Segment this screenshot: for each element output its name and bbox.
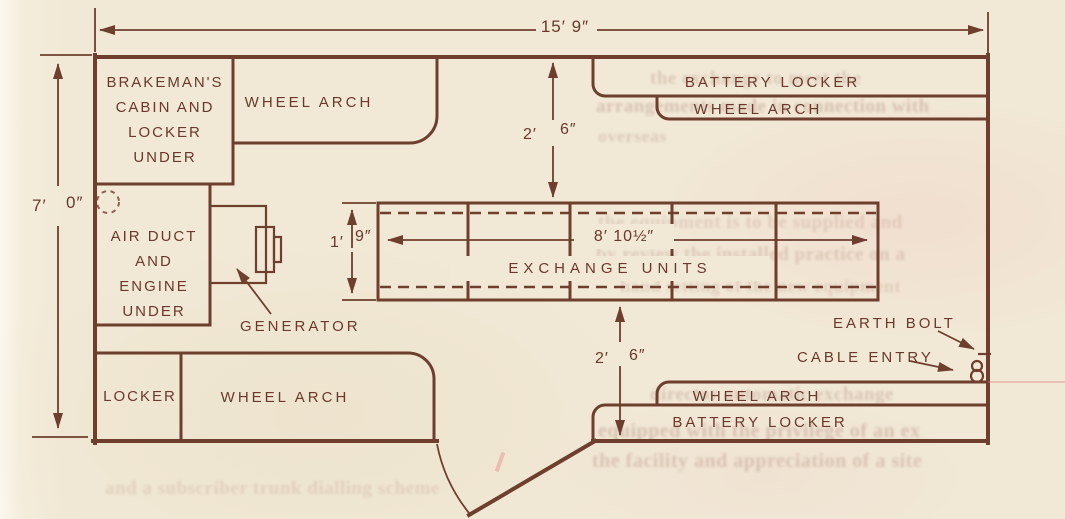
label-wheel-arch-top-left: WHEEL ARCH [244, 94, 374, 111]
dim-overall-length: 15′ 9″ [540, 17, 590, 36]
exchange-unit-dividers [466, 201, 778, 302]
label-battery-locker-top: BATTERY LOCKER [684, 74, 861, 91]
wheel-arch-top-right-outline [655, 94, 990, 121]
dim-lower-clearance-ft: 2′ [595, 350, 609, 367]
cable-entry-leader-arrow [909, 360, 954, 372]
dashed-circle-mark [96, 190, 120, 214]
dim-overall-width-in: 0″ [66, 193, 84, 212]
label-exchange-units: EXCHANGE UNITS [450, 256, 770, 281]
generator-leader-arrow [236, 268, 272, 315]
battery-locker-bottom-outline [591, 403, 990, 443]
dim-units-width-ft: 1′ [330, 234, 344, 251]
label-locker: LOCKER [103, 388, 177, 405]
label-earth-bolt: EARTH BOLT [833, 315, 956, 332]
dim-upper-clearance-in: 6″ [560, 121, 577, 138]
label-wheel-arch-bottom-left: WHEEL ARCH [220, 389, 350, 406]
dim-overall-width-ft: 7′ [32, 196, 47, 215]
wheel-arch-top-left-outline [231, 55, 439, 145]
wheel-arch-bottom-right-outline [655, 380, 990, 407]
dim-lower-clearance-in: 6″ [629, 347, 646, 364]
battery-locker-top-outline [591, 55, 990, 98]
label-brakemans-cabin: BRAKEMAN'S CABIN AND LOCKER UNDER [106, 74, 224, 166]
generator-shaft [272, 235, 283, 264]
earth-bolt-leader-arrow [937, 330, 975, 350]
dim-upper-clearance-ft: 2′ [523, 126, 537, 143]
door-leaf [466, 438, 598, 518]
label-cable-entry: CABLE ENTRY [797, 349, 934, 366]
cable-entry-symbol [969, 368, 985, 384]
label-generator: GENERATOR [240, 318, 361, 335]
label-air-duct: AIR DUCT AND ENGINE UNDER [110, 228, 198, 320]
label-wheel-arch-top-right: WHEEL ARCH [693, 101, 823, 118]
exchange-units-block [376, 201, 880, 302]
door-swing-arc [436, 443, 470, 514]
locker-wheel-arch-bottom-left-outline [93, 351, 436, 443]
dim-units-length: 8′ 10½″ [574, 224, 674, 249]
label-wheel-arch-bottom-right: WHEEL ARCH [692, 388, 822, 405]
label-battery-locker-bottom: BATTERY LOCKER [672, 414, 848, 431]
dim-units-width-in: 9″ [355, 228, 372, 245]
